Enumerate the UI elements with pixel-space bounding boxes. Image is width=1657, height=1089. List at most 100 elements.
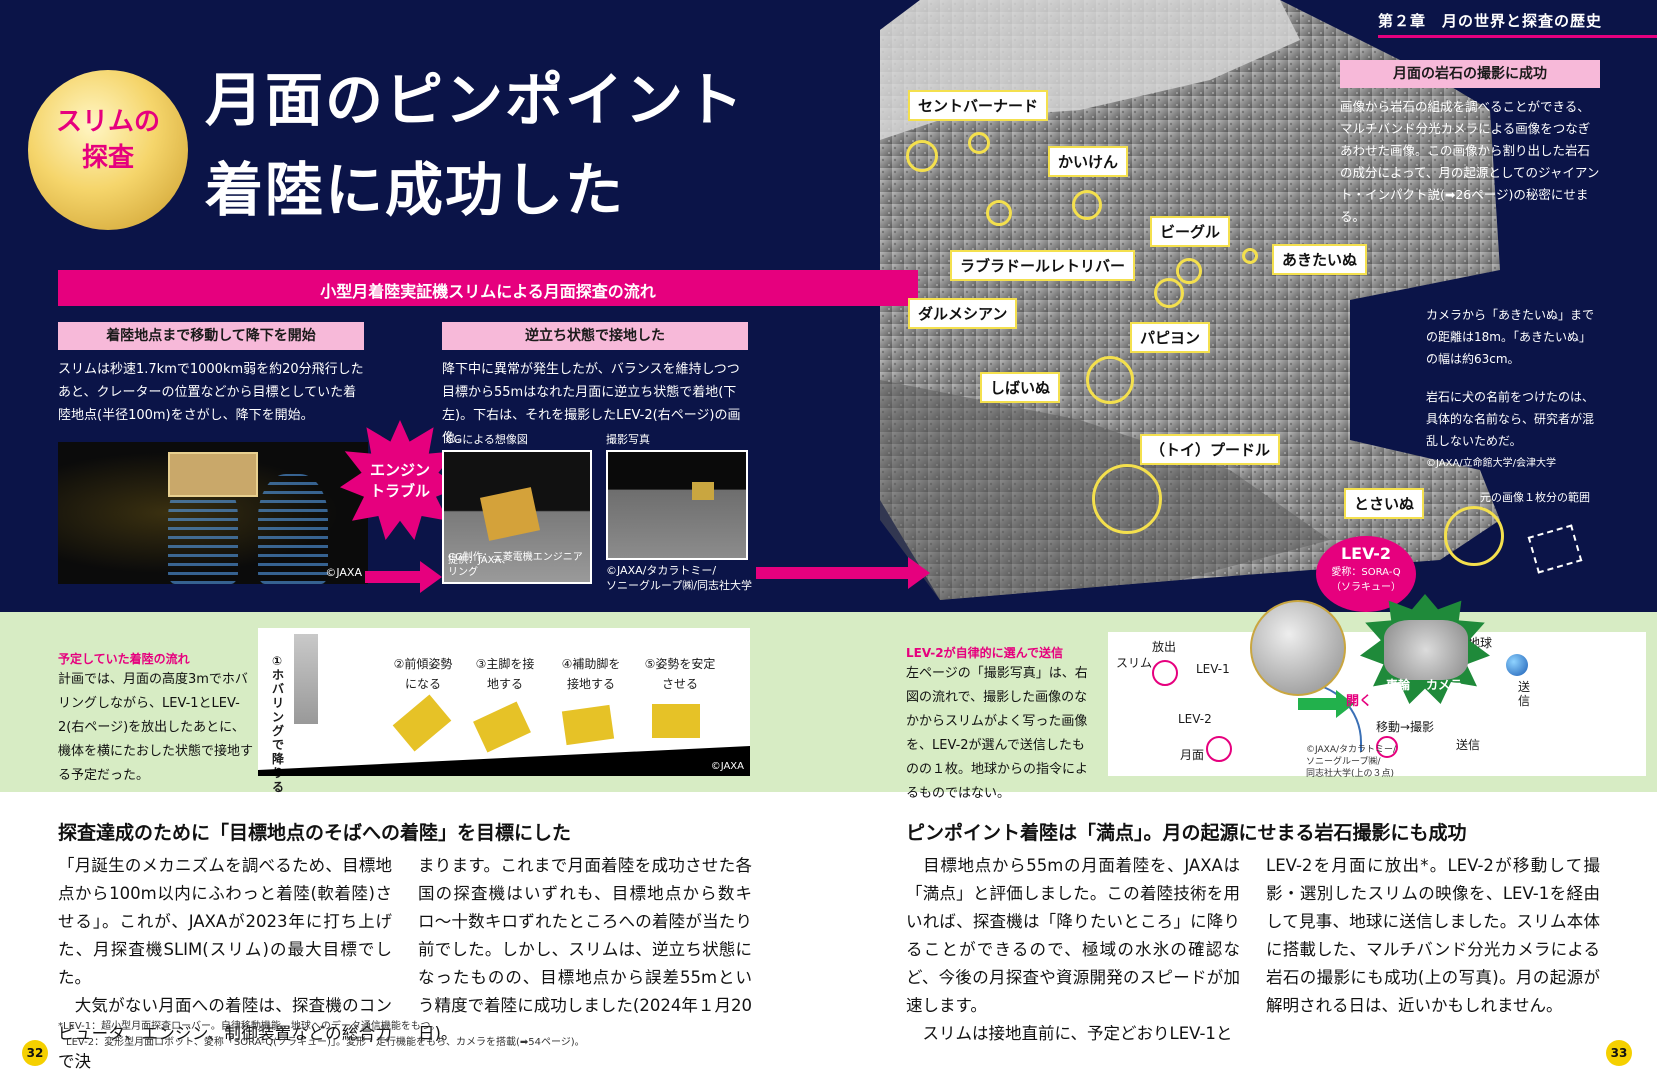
callout-papillon: パピヨン — [1130, 322, 1211, 353]
rock-ring-labrador — [986, 200, 1012, 226]
callout-saint-bernard: セントバーナード — [908, 90, 1049, 121]
rock-ring-dalmatian — [906, 140, 938, 172]
rock-ring-shibainu — [1086, 356, 1134, 404]
badge-line2: 探査 — [81, 143, 134, 173]
badge-text: スリムの 探査 — [28, 104, 188, 176]
rock-naming-text: 岩石に犬の名前をつけたのは、具体的な名前なら、研究者が混乱しないためだ。 — [1426, 390, 1595, 448]
engine-line1: エンジン — [369, 461, 430, 479]
plan-step4: ④補助脚を接地する — [561, 657, 621, 691]
right-article-col2: LEV-2を月面に放出*。LEV-2が移動して撮影・選別したスリムの映像を、LE… — [1266, 856, 1600, 1015]
frame-note: 元の画像１枚分の範囲 — [1480, 491, 1590, 504]
plan-step5: ⑤姿勢を安定させる — [644, 657, 716, 691]
flow-arrow-head — [420, 561, 442, 593]
flow-arrow-shaft — [365, 571, 423, 583]
green-arrow-shaft — [1298, 698, 1338, 710]
title-line2: 着陸に成功した — [205, 156, 626, 224]
lev2-camera-label: カメラ — [1426, 678, 1463, 692]
craft-step5 — [652, 704, 700, 738]
step2-label: 逆立ち状態で接地した — [442, 322, 748, 350]
diag-release-ring — [1152, 660, 1178, 686]
craft-step2 — [392, 694, 452, 752]
lev-credit3: 同志社大学(上の３点) — [1306, 769, 1395, 779]
plan-credit: ©JAXA — [710, 761, 744, 772]
cg-credit2: CG制作：三菱電機エンジニアリング — [448, 552, 583, 578]
callout-tosainu: とさいぬ — [1344, 488, 1425, 519]
callout-kaiken: かいけん — [1048, 146, 1129, 177]
lev2-open-label: 開く — [1346, 694, 1373, 709]
lev-send-text: 左ページの「撮影写真」は、右図の流れで、撮影した画像のなかからスリムがよく写った… — [906, 666, 1089, 801]
lev-credit1: ©JAXA/タカラトミー/ — [1306, 745, 1397, 755]
badge-line1: スリムの — [55, 107, 160, 137]
diag-lev2-ring — [1376, 736, 1398, 758]
flow-banner-text: 小型月着陸実証機スリムによる月面探査の流れ — [320, 282, 656, 301]
engine-trouble-text: エンジン トラブル — [340, 460, 460, 502]
callout-labrador: ラブラドールレトリバー — [950, 250, 1136, 281]
rock-ring-kaiken — [1072, 190, 1102, 220]
chapter-rule — [1378, 35, 1657, 38]
callout-beagle: ビーグル — [1150, 216, 1231, 247]
callout-akitainu: あきたいぬ — [1272, 244, 1368, 275]
slim-cg-model — [479, 487, 541, 541]
left-article-col1: 「月誕生のメカニズムを調べるため、目標地点から100m以内にふわっと着陸(軟着陸… — [58, 856, 392, 1071]
title-line1: 月面のピンポイント — [205, 66, 746, 134]
lev2-wheel-label: 車輪 — [1386, 678, 1411, 692]
callout-dalmatian: ダルメシアン — [908, 298, 1018, 329]
craft-hover — [294, 634, 318, 724]
right-article-title: ピンポイント着陸は「満点」。月の起源にせまる岩石撮影にも成功 — [906, 822, 1467, 844]
lev2-sphere-closed — [1250, 600, 1346, 696]
rock-ring-saint-bernard — [968, 132, 990, 154]
craft-step3 — [473, 701, 531, 753]
page-number-right: 33 — [1606, 1040, 1632, 1066]
diag-lev1: LEV-1 — [1196, 662, 1230, 676]
plan-step3: ③主脚を接地する — [475, 657, 535, 691]
engine-line2: トラブル — [369, 482, 430, 500]
diag-landing-ring — [1206, 736, 1232, 762]
rock-ring-papillon — [1154, 278, 1184, 308]
rock-ring-tosainu — [1444, 506, 1504, 566]
plan-step2: ②前傾姿勢になる — [393, 657, 453, 691]
step2-text: 降下中に異常が発生したが、バランスを維持しつつ目標から55mはなれた月面に逆立ち… — [442, 362, 741, 446]
moon-slope — [258, 746, 750, 776]
main-title: 月面のピンポイント 着陸に成功した — [205, 55, 745, 235]
earth-icon — [1506, 654, 1528, 676]
lev2-name: LEV-2 — [1340, 544, 1392, 563]
lev2-badge: LEV-2 愛称：SORA-Q （ソラキュー） — [1316, 536, 1416, 612]
callout-poodle: （トイ）プードル — [1140, 434, 1281, 465]
lev2-alias: 愛称：SORA-Q — [1331, 567, 1401, 578]
rock-photo-text: 画像から岩石の組成を調べることができる、マルチバンド分光カメラによる画像をつなぎ… — [1340, 99, 1600, 224]
slim-descent-photo: ©JAXA — [58, 442, 368, 584]
footnote-lev2: LEV-2：変形型月面ロボット、愛称「SORA-Q(ソラキュー)」。変形・走行機… — [66, 1037, 585, 1048]
step1-credit: ©JAXA — [325, 566, 362, 579]
lev-credit2: ソニーグループ㈱/ — [1306, 757, 1381, 767]
lev-credit: ©JAXA/タカラトミー/ ソニーグループ㈱/ 同志社大学(上の３点) — [1306, 744, 1396, 780]
diag-slim: スリム — [1116, 656, 1153, 670]
plan-text: 計画では、月面の高度3mでホバリングしながら、LEV-1とLEV-2(右ページ)… — [58, 672, 254, 783]
cg-image: 提供：JAXA、 CG制作：三菱電機エンジニアリング — [442, 450, 592, 584]
green-arrow-head — [1336, 690, 1354, 718]
left-article-title: 探査達成のために「目標地点のそばへの着陸」を目標にした — [58, 822, 572, 844]
diag-surface: 月面 — [1180, 748, 1205, 762]
slim-in-photo — [692, 482, 714, 500]
thruster-beam — [258, 474, 328, 584]
cg-credit1: 提供：JAXA、 — [448, 555, 512, 566]
lev2-alias2: （ソラキュー） — [1331, 582, 1401, 593]
rock-distance-text: カメラから「あきたいぬ」までの距離は18m。「あきたいぬ」の幅は約63cm。 — [1426, 308, 1595, 366]
plan-heading: 予定していた着陸の流れ — [58, 652, 190, 666]
rock-photo-heading: 月面の岩石の撮影に成功 — [1340, 60, 1600, 88]
craft-step4 — [561, 704, 615, 746]
footnote-lev1: *LEV-1：超小型月面探査ローバー。自律移動機能、地球へのデータ通信機能をもつ… — [58, 1021, 441, 1032]
diag-move-shoot: 移動→撮影 — [1376, 720, 1435, 734]
flow-arrow-head — [908, 557, 930, 589]
diag-send: 送信 — [1518, 680, 1531, 708]
photo-credit1: ©JAXA/タカラトミー/ — [606, 564, 717, 577]
flow-banner — [58, 270, 918, 306]
diag-lev2: LEV-2 — [1178, 712, 1212, 726]
right-article-col1: 目標地点から55mの月面着陸を、JAXAは「満点」と評価しました。この着陸技術を… — [906, 856, 1240, 1043]
moon-badge — [28, 70, 188, 230]
landing-plan-diagram: ①ホバリングで降りる ②前傾姿勢になる ③主脚を接地する ④補助脚を接地する ⑤… — [258, 628, 750, 794]
left-article-col2: まります。これまで月面着陸を成功させた各国の探査機はいずれも、目標地点から数キロ… — [418, 856, 752, 1043]
chapter-header: 第２章 月の世界と探査の歴史 — [1378, 12, 1603, 30]
rock-ring-akitainu — [1242, 248, 1258, 264]
rock-photo-credit: ©JAXA/立命館大学/会津大学 — [1426, 458, 1557, 469]
lev2-open-robot — [1384, 620, 1468, 680]
